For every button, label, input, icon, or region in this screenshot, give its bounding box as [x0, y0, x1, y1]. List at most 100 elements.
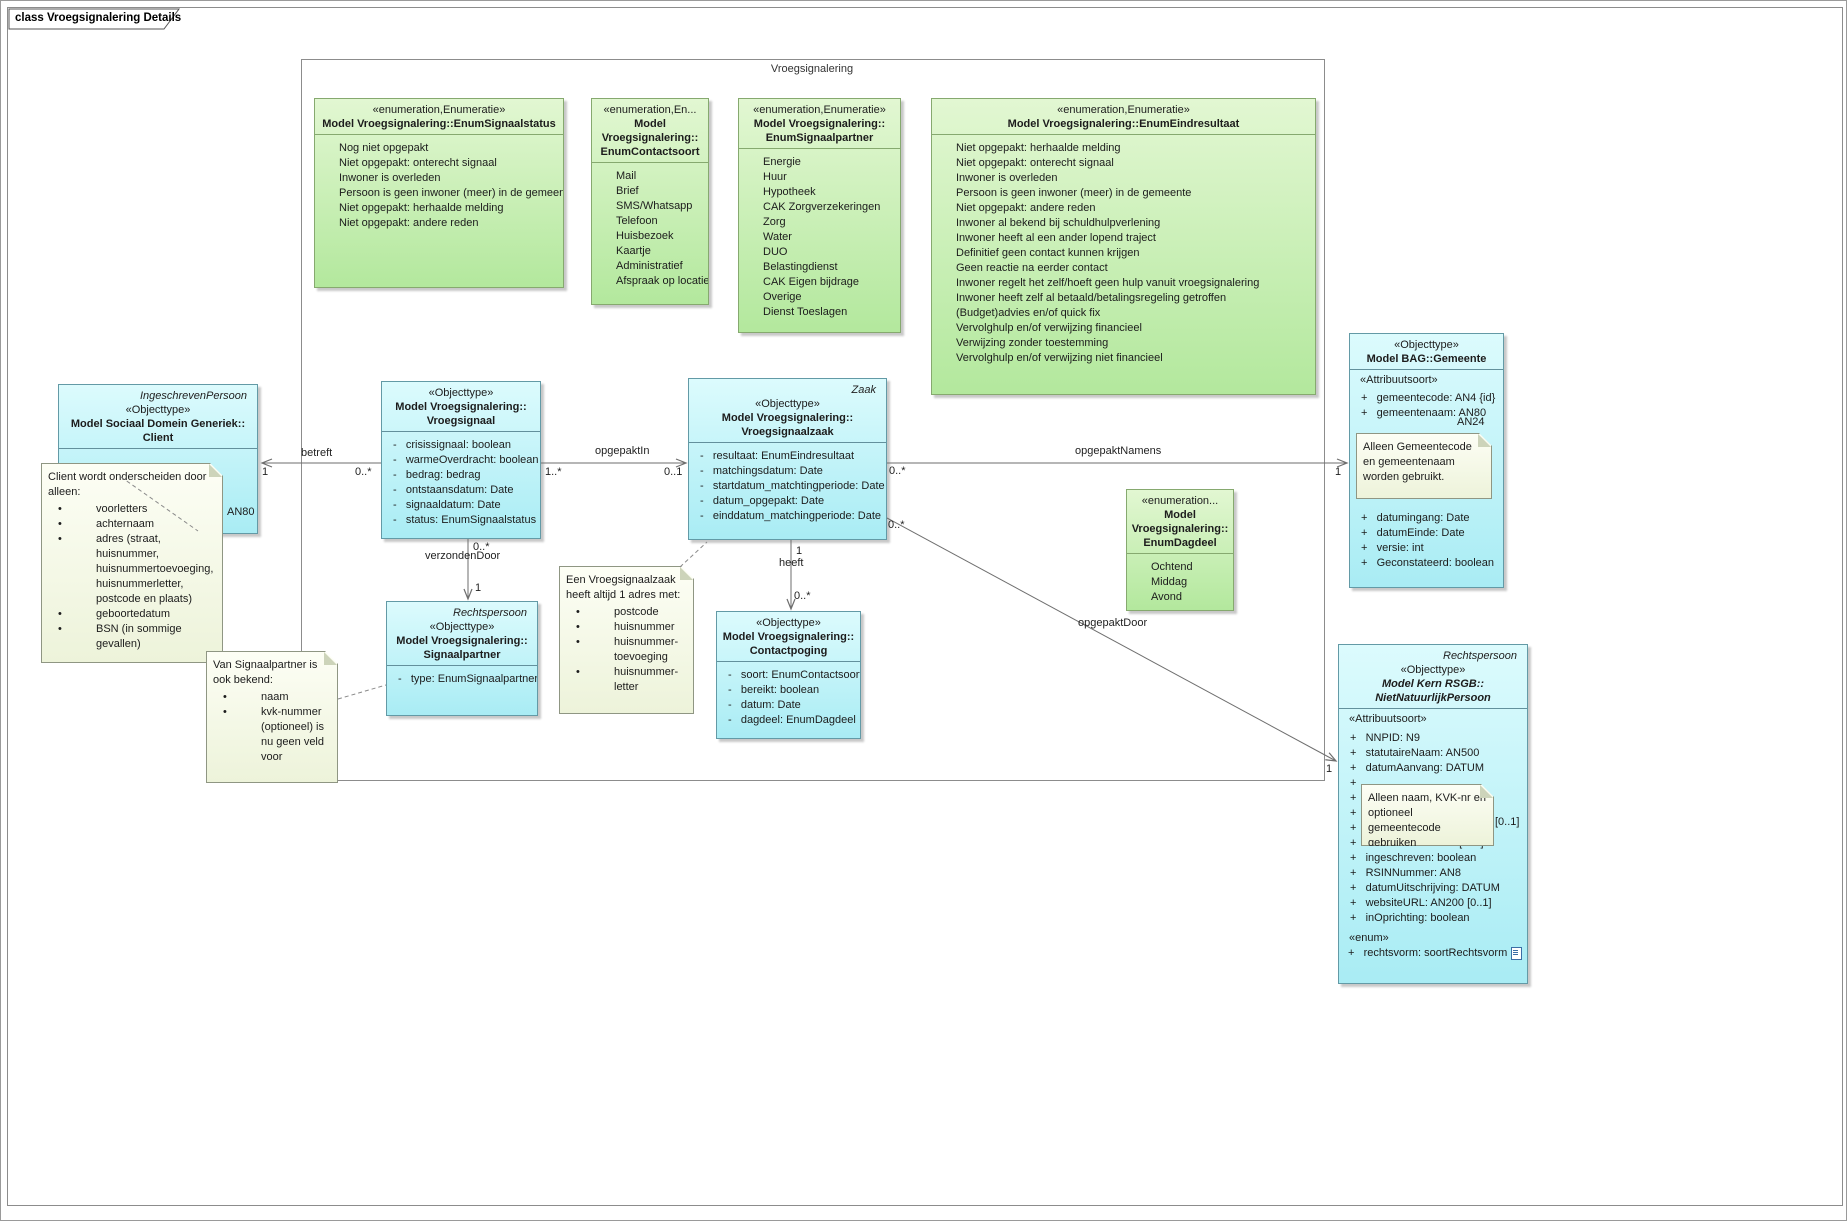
enum-name-line: Model: [634, 118, 666, 130]
enum-literal: Middag: [1151, 576, 1188, 588]
enum-literal: Definitief geen contact kunnen krijgen: [956, 247, 1140, 259]
attribute-compartment: - soort: EnumContactsoort- bereikt: bool…: [717, 662, 860, 730]
enum-name-line: EnumContactsoort: [600, 146, 700, 158]
attribute: - bereikt: boolean: [728, 684, 820, 696]
note-bullet-item: naam: [207, 690, 337, 705]
enum-literal: CAK Eigen bijdrage: [763, 276, 860, 288]
enum-literal: Inwoner heeft al een ander lopend trajec…: [956, 232, 1156, 244]
attribute-compartment: - crisissignaal: boolean- warmeOverdrach…: [382, 432, 540, 530]
frame-title: Vroegsignalering: [770, 63, 854, 75]
attribute: +: [1350, 777, 1357, 789]
enum-literal: CAK Zorgverzekeringen: [763, 201, 881, 213]
class-header: Zaak «Objecttype» Model Vroegsignalering…: [689, 379, 886, 443]
attribute-compartment: + gemeentecode: AN4 {id}+ gemeentenaam: …: [1350, 388, 1503, 573]
attribute: - datum_opgepakt: Date: [700, 495, 825, 507]
class-name-line: Vroegsignaalzaak: [741, 426, 834, 438]
enum-literal: Brief: [616, 185, 639, 197]
relation-label-opgepaktin: opgepaktIn: [595, 445, 650, 457]
class-name: Model Vroegsignalering::Vroegsignaal: [384, 400, 538, 428]
linked-document-icon[interactable]: [1511, 947, 1522, 960]
mult-opgepaktnamens-target: 1: [1335, 466, 1342, 478]
note-bullet-item: adres (straat, huisnummer, huisnummertoe…: [42, 532, 222, 607]
attribute: - crisissignaal: boolean: [393, 439, 512, 451]
class-name-line: Model Sociaal Domein Generiek::: [70, 418, 246, 430]
enum-eindresultaat[interactable]: «enumeration,Enumeratie» Model Vroegsign…: [931, 98, 1316, 395]
note-signaalpartner[interactable]: Van Signaalpartner is ook bekend: naamkv…: [206, 651, 338, 783]
class-name-line: Model Vroegsignalering::: [721, 412, 854, 424]
note-bullets: voorlettersachternaamadres (straat, huis…: [42, 502, 222, 652]
note-gemeente[interactable]: Alleen Gemeentecode en gemeentenaam word…: [1356, 433, 1492, 499]
note-bullets: naamkvk-nummer (optioneel) is nu geen ve…: [207, 690, 337, 765]
enum-literal: Zorg: [763, 216, 786, 228]
class-vroegsignaal[interactable]: «Objecttype» Model Vroegsignalering::Vro…: [381, 381, 541, 539]
note-text: Een Vroegsignaalzaak heeft altijd 1 adre…: [566, 574, 681, 601]
enum-literal: Dienst Toeslagen: [763, 306, 848, 318]
enum-name: Model Vroegsignalering::EnumSignaalstatu…: [317, 117, 561, 131]
class-signaalpartner[interactable]: Rechtspersoon «Objecttype» Model Vroegsi…: [386, 601, 538, 716]
parent-classifier: Zaak: [851, 384, 876, 396]
enum-literal: DUO: [763, 246, 788, 258]
class-header: «Objecttype» Model BAG::Gemeente: [1350, 334, 1503, 370]
stereotype: «enumeration,Enumeratie»: [1057, 104, 1190, 116]
stereotype: «Objecttype»: [428, 387, 494, 399]
enum-header: «enumeration,Enumeratie» Model Vroegsign…: [932, 99, 1315, 135]
package-frame-vroegsignalering[interactable]: [301, 59, 1325, 781]
note-client[interactable]: Client wordt onderscheiden door alleen: …: [41, 463, 223, 663]
attribute-compartment: - resultaat: EnumEindresultaat- matching…: [689, 443, 886, 526]
stereotype: «Objecttype»: [1394, 339, 1459, 351]
attribute: + RSINNummer: AN8: [1350, 867, 1461, 879]
enum-literal: Avond: [1151, 591, 1182, 603]
attribute: - matchingsdatum: Date: [700, 465, 823, 477]
enum-name-line: Model Vroegsignalering::EnumSignaalstatu…: [322, 118, 556, 130]
stereotype: «Objecttype»: [756, 617, 821, 629]
enum-signaalpartner[interactable]: «enumeration,Enumeratie» Model Vroegsign…: [738, 98, 901, 333]
enum-literal: Huisbezoek: [616, 230, 674, 242]
enum-literal: Ochtend: [1151, 561, 1193, 573]
enum-literal: Niet opgepakt: herhaalde melding: [956, 142, 1121, 154]
mult-verzondendoor-source: 0..*: [473, 541, 490, 553]
enum-literal: Niet opgepakt: andere reden: [956, 202, 1096, 214]
enum-literal: Overige: [763, 291, 802, 303]
class-vroegsignaalzaak[interactable]: Zaak «Objecttype» Model Vroegsignalering…: [688, 378, 887, 540]
enum-literal: Hypotheek: [763, 186, 816, 198]
mult-opgepaktin-target: 0..1: [664, 466, 683, 478]
class-name: Model BAG::Gemeente: [1352, 352, 1501, 366]
enum-name-line: Vroegsignalering::: [601, 132, 699, 144]
enum-literal: Niet opgepakt: onterecht signaal: [956, 157, 1114, 169]
stereotype: «Objecttype»: [429, 621, 495, 633]
note-text: Alleen Gemeentecode en gemeentenaam word…: [1363, 441, 1472, 483]
enum-literal: Vervolghulp en/of verwijzing niet financ…: [956, 352, 1163, 364]
enum-signaalstatus[interactable]: «enumeration,Enumeratie» Model Vroegsign…: [314, 98, 564, 288]
note-nietnatuurlijkpersoon[interactable]: Alleen naam, KVK-nr en optioneel gemeent…: [1361, 784, 1494, 846]
enum-literal: Inwoner regelt het zelf/hoeft geen hulp …: [956, 277, 1260, 289]
note-text: Client wordt onderscheiden door alleen:: [48, 471, 207, 498]
relation-label-heeft: heeft: [779, 557, 804, 569]
class-contactpoging[interactable]: «Objecttype» Model Vroegsignalering::Con…: [716, 611, 861, 739]
mult-betreft-target: 1: [262, 466, 269, 478]
nnp-attribute-fragment: [0..1]: [1495, 816, 1520, 828]
class-name-line: Model Vroegsignalering::: [722, 631, 855, 643]
note-bullet-item: huisnummer-toevoeging: [560, 635, 693, 665]
attribute: + NNPID: N9: [1350, 732, 1420, 744]
attribute: - bedrag: bedrag: [393, 469, 481, 481]
relation-label-opgepaktdoor: opgepaktDoor: [1078, 617, 1148, 629]
parent-classifier: IngeschrevenPersoon: [139, 390, 247, 402]
attribute: + ingeschreven: boolean: [1350, 852, 1477, 864]
attribute: + rechtsvorm: soortRechtsvorm: [1348, 947, 1508, 959]
stereotype: «enumeration,Enumeratie»: [372, 104, 506, 116]
class-name-line: Client: [142, 432, 174, 444]
class-name-line: NietNatuurlijkPersoon: [1375, 692, 1491, 704]
attribute: - dagdeel: EnumDagdeel: [728, 714, 856, 726]
attribute: + Geconstateerd: boolean: [1361, 557, 1495, 569]
mult-opgepaktnamens-source: 0..*: [889, 465, 906, 477]
class-header: Rechtspersoon «Objecttype» Model Kern RS…: [1339, 645, 1527, 709]
note-vroegsignaalzaak[interactable]: Een Vroegsignaalzaak heeft altijd 1 adre…: [559, 566, 694, 714]
